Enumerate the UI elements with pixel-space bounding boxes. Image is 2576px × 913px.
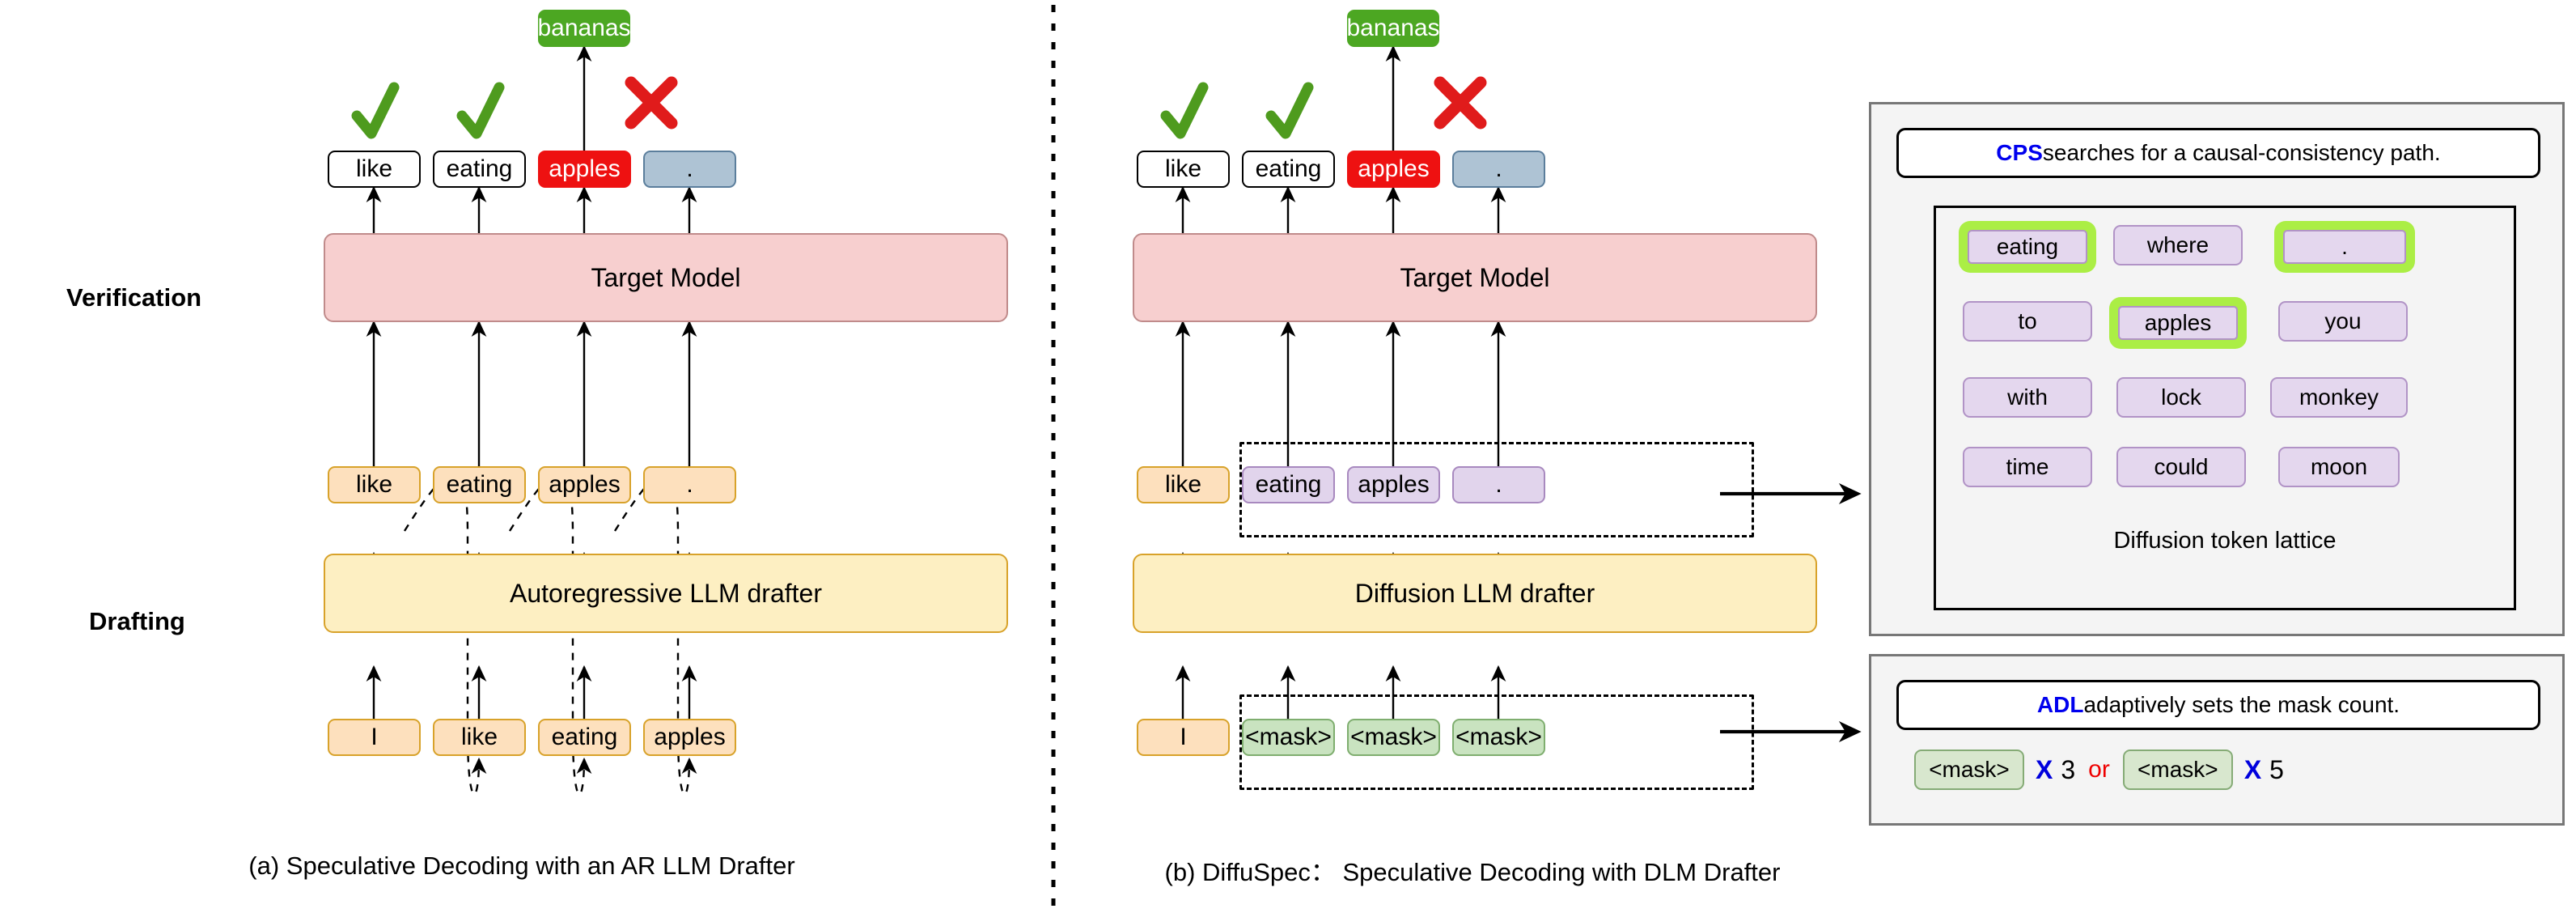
adl-mask-count-row: <mask> X 3 or <mask> X 5 [1914, 750, 2284, 790]
panel-a-verify-token-3[interactable]: . [643, 151, 736, 188]
lattice-token-0-2[interactable]: . [2283, 230, 2406, 264]
cps-title-rest: searches for a causal-consistency path. [2042, 140, 2441, 165]
panel-a-draft-token-1[interactable]: eating [433, 466, 526, 503]
panel-b-caption: (b) DiffuSpec： Speculative Decoding with… [1164, 858, 1781, 886]
cps-panel-title: CPS searches for a causal-consistency pa… [1896, 128, 2540, 178]
panel-a-input-token-1[interactable]: like [433, 719, 526, 756]
adl-mask-chip-left[interactable]: <mask> [1914, 750, 2024, 790]
lattice-token-1-2[interactable]: you [2278, 301, 2408, 342]
panel-b-accepted-output: bananas [1346, 10, 1440, 47]
panel-b-input-token-2[interactable]: <mask> [1347, 719, 1440, 756]
cps-keyword: CPS [1996, 140, 2043, 165]
mask-input-group [1239, 694, 1754, 790]
adl-or-label: or [2088, 756, 2110, 783]
lattice-token-3-0[interactable]: time [1963, 447, 2092, 487]
panel-b-draft-token-1[interactable]: eating [1242, 466, 1335, 503]
lattice-caption: Diffusion token lattice [2113, 528, 2337, 554]
stage-label-drafting: Drafting [89, 607, 185, 635]
lattice-token-2-1[interactable]: lock [2116, 377, 2246, 418]
panel-a-input-token-3[interactable]: apples [643, 719, 736, 756]
panel-a-input-token-0[interactable]: I [328, 719, 421, 756]
panel-b-input-token-3[interactable]: <mask> [1452, 719, 1545, 756]
adl-mask-chip-right[interactable]: <mask> [2122, 750, 2233, 790]
panel-a-drafter: Autoregressive LLM drafter [324, 554, 1008, 633]
panel-b-target-model: Target Model [1133, 233, 1817, 322]
panel-b-drafter: Diffusion LLM drafter [1133, 554, 1817, 633]
panel-a-verify-token-0[interactable]: like [328, 151, 421, 188]
panel-a-draft-token-3[interactable]: . [643, 466, 736, 503]
adl-multiply-right: X [2243, 754, 2262, 784]
panel-a-draft-token-0[interactable]: like [328, 466, 421, 503]
panel-b-input-token-1[interactable]: <mask> [1242, 719, 1335, 756]
panel-b-verify-token-1[interactable]: eating [1242, 151, 1335, 188]
panel-a-target-model: Target Model [324, 233, 1008, 322]
lattice-token-2-2[interactable]: monkey [2270, 377, 2408, 418]
diffusion-draft-group [1239, 442, 1754, 537]
panel-a-accepted-output: bananas [537, 10, 631, 47]
panel-a-draft-token-2[interactable]: apples [538, 466, 631, 503]
panel-b-verify-token-2[interactable]: apples [1347, 151, 1440, 188]
panel-a-verify-token-2[interactable]: apples [538, 151, 631, 188]
lattice-token-2-0[interactable]: with [1963, 377, 2092, 418]
panel-b-input-token-0[interactable]: I [1137, 719, 1230, 756]
stage-label-verification: Verification [66, 283, 202, 312]
adl-keyword: ADL [2036, 692, 2084, 717]
lattice-token-3-2[interactable]: moon [2278, 447, 2400, 487]
panel-b-draft-token-2[interactable]: apples [1347, 466, 1440, 503]
panel-b-verify-token-3[interactable]: . [1452, 151, 1545, 188]
adl-count-left: 3 [2061, 754, 2076, 784]
panel-a-caption: (a) Speculative Decoding with an AR LLM … [248, 851, 795, 880]
lattice-token-1-1[interactable]: apples [2118, 306, 2238, 340]
lattice-token-0-1[interactable]: where [2113, 225, 2243, 265]
lattice-token-1-0[interactable]: to [1963, 301, 2092, 342]
lattice-token-3-1[interactable]: could [2116, 447, 2246, 487]
lattice-token-0-0[interactable]: eating [1968, 230, 2087, 264]
adl-panel-title: ADL adaptively sets the mask count. [1896, 680, 2540, 730]
adl-count-right: 5 [2269, 754, 2284, 784]
adl-multiply-left: X [2036, 754, 2053, 784]
panel-b-draft-token-0[interactable]: like [1137, 466, 1230, 503]
panel-a-input-token-2[interactable]: eating [538, 719, 631, 756]
panel-a-verify-token-1[interactable]: eating [433, 151, 526, 188]
panel-b-draft-token-3[interactable]: . [1452, 466, 1545, 503]
panel-b-verify-token-0[interactable]: like [1137, 151, 1230, 188]
adl-title-rest: adaptively sets the mask count. [2083, 692, 2400, 717]
